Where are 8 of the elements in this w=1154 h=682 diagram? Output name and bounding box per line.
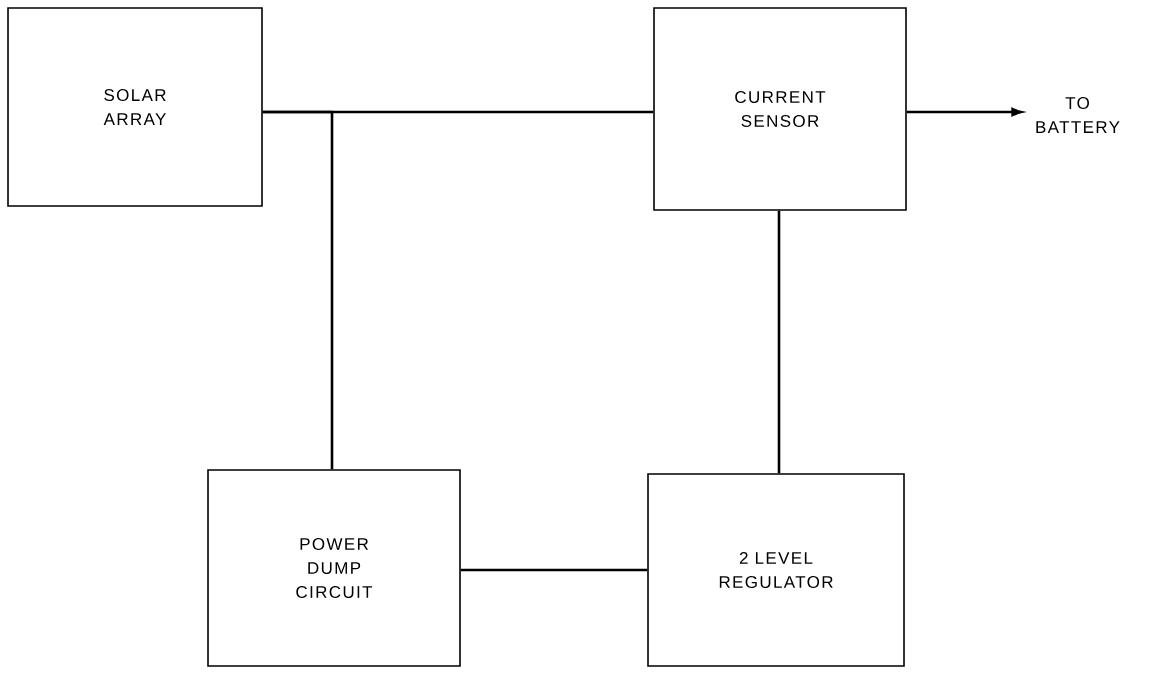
connector-line <box>777 210 781 474</box>
block-box: POWER DUMP CIRCUIT <box>207 469 461 667</box>
label-text: TO BATTERY <box>1036 97 1120 133</box>
connector-line <box>262 110 334 470</box>
block-box: 2 LEVEL REGULATOR <box>647 473 905 667</box>
block-box: CURRENT SENSOR <box>653 7 907 211</box>
block-box: SOLAR ARRAY <box>7 7 263 207</box>
connector-line <box>460 568 648 572</box>
